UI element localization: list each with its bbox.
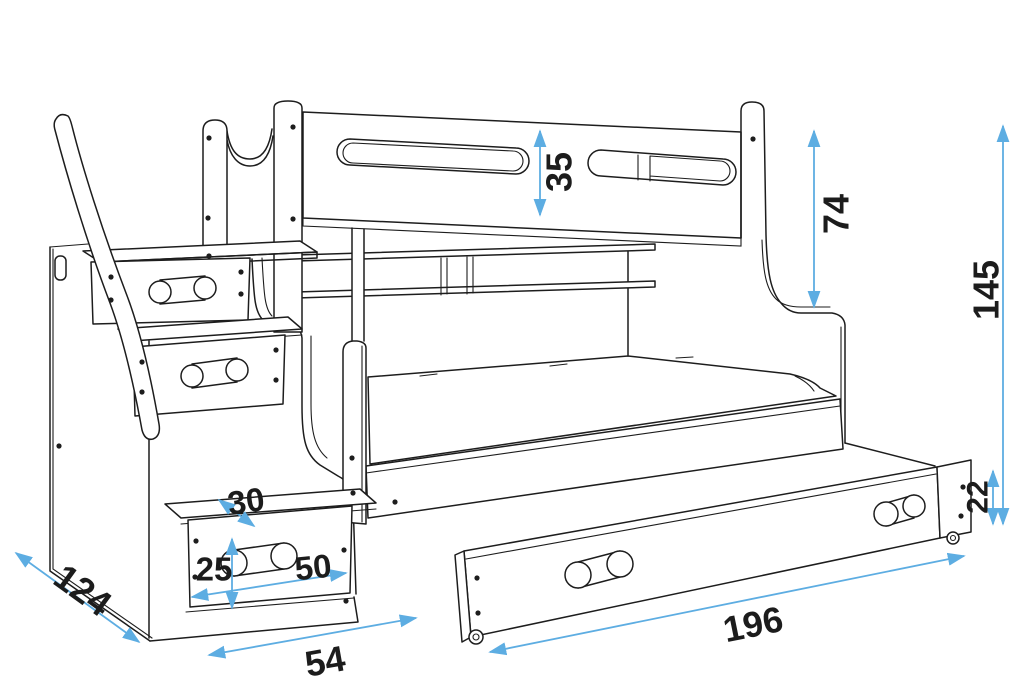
dimension-trundle-height: 22 bbox=[962, 469, 1000, 526]
guard-rail-panel bbox=[302, 111, 742, 239]
dimension-upper-bunk-height: 74 bbox=[807, 129, 857, 309]
bed-side-rail-top-inner bbox=[365, 405, 841, 474]
shelf-lower bbox=[295, 280, 656, 299]
lower-bunk bbox=[342, 340, 936, 525]
dimension-label: 35 bbox=[539, 152, 580, 192]
trundle-caster-right bbox=[946, 531, 960, 545]
entry-rail-curve bbox=[226, 128, 274, 167]
dimension-step-width: 50 bbox=[190, 547, 348, 601]
guard-rail-panel-lip bbox=[302, 217, 742, 247]
trundle-front-top-inner bbox=[465, 473, 937, 560]
trundle-right-end bbox=[936, 459, 972, 539]
dimension-label: 196 bbox=[719, 598, 786, 650]
dimension-stairs-width: 54 bbox=[207, 614, 418, 682]
dimension-label: 74 bbox=[816, 194, 857, 234]
bookshelf bbox=[295, 243, 656, 356]
screw-dots bbox=[56, 124, 966, 616]
guard-rail-slot-right-inner bbox=[637, 154, 731, 182]
stairs-back-panel-top bbox=[49, 243, 89, 248]
guard-rail-slot-left-inner bbox=[342, 142, 524, 172]
guard-rail-slot-left bbox=[336, 138, 530, 175]
dimension-step-tread-depth: 30 bbox=[217, 480, 267, 528]
dimension-label: 25 bbox=[196, 551, 233, 588]
trundle-caster-left bbox=[468, 629, 484, 645]
dimension-label: 54 bbox=[302, 637, 349, 682]
dimension-total-depth: 124 bbox=[14, 551, 141, 644]
entry-post-small bbox=[202, 119, 228, 253]
dimension-annotations: 35 74 145 22 196 54 124 30 bbox=[14, 124, 1010, 682]
right-post-profile bbox=[740, 101, 846, 444]
dimension-label: 145 bbox=[966, 260, 1007, 320]
upper-bunk-left-leg bbox=[352, 228, 364, 341]
bed-base-right-edge bbox=[844, 442, 936, 467]
dimension-label: 50 bbox=[293, 547, 333, 588]
shelf-upper bbox=[295, 243, 656, 262]
trundle-handle-right bbox=[873, 494, 926, 527]
mattress-fold bbox=[794, 375, 815, 392]
mattress-seams bbox=[419, 356, 694, 377]
dimension-arrow bbox=[190, 569, 348, 601]
footboard-panel bbox=[342, 340, 367, 525]
dimension-label: 30 bbox=[225, 480, 267, 522]
dimension-arrow bbox=[488, 552, 966, 656]
dimension-arrow bbox=[207, 614, 418, 659]
stairs-side-frame-inner bbox=[261, 257, 328, 459]
handrail bbox=[53, 113, 161, 441]
handrail-tube bbox=[53, 113, 161, 441]
shelf-divider-1 bbox=[440, 257, 448, 296]
dimension-arrow bbox=[217, 498, 256, 528]
stair-drawer-middle bbox=[132, 334, 286, 417]
entry-post-large bbox=[273, 100, 303, 333]
dimension-guard-rail-height: 35 bbox=[533, 129, 580, 217]
guard-rail-slot-right bbox=[587, 149, 737, 186]
dimension-arrow bbox=[14, 551, 141, 644]
mattress bbox=[367, 355, 837, 465]
dimension-total-height: 145 bbox=[966, 124, 1010, 526]
shelf-divider-2 bbox=[466, 256, 474, 295]
dimension-label: 22 bbox=[962, 480, 995, 513]
handrail-bracket bbox=[54, 255, 67, 281]
dimension-label: 124 bbox=[47, 556, 120, 624]
upper-bunk-left-leg-edges bbox=[351, 227, 365, 342]
